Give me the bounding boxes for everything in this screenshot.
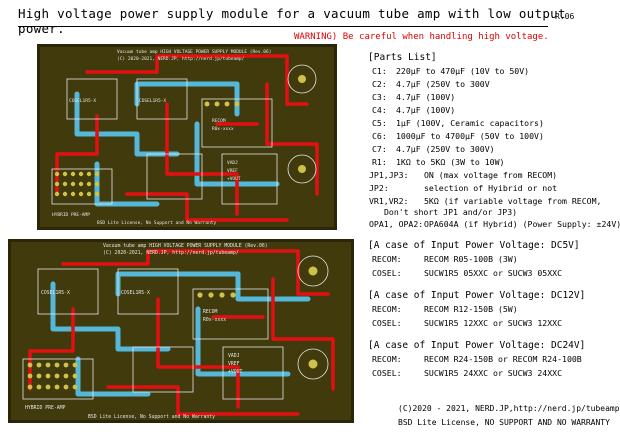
parts-list-heading: [Parts List] — [368, 52, 437, 63]
part-desc: 4.7μF (100V) — [396, 92, 456, 102]
pcb2-license: BSD Lite License, No Support and No Warr… — [88, 414, 215, 420]
case-value: RECOM R05-100B (3W) — [424, 254, 518, 264]
case-value: RECOM R12-150B (5W) — [424, 304, 518, 314]
pcb1-regulator-part: R0x-xxxx — [212, 126, 234, 132]
pcb2-cosel-left: COSEL1R5-X — [41, 290, 70, 296]
case-label: RECOM: — [372, 304, 402, 314]
part-desc: 4.7μF (250V to 300V — [396, 79, 490, 89]
pcb2-url-text: (C) 2020-2021, NERD.JP, http://nerd.jp/t… — [103, 250, 239, 256]
part-ref: C7: — [372, 144, 387, 154]
part-desc: 1KΩ to 5KΩ (3W to 10W) — [396, 157, 505, 167]
case-label: COSEL: — [372, 318, 402, 328]
part-desc: selection of Hyibrid or not — [424, 183, 558, 193]
part-ref: C4: — [372, 105, 387, 115]
part-ref: C6: — [372, 131, 387, 141]
pcb1-vref: VREF — [227, 168, 238, 174]
part-ref: JP2: — [369, 183, 389, 193]
page-title: High voltage power supply module for a v… — [18, 6, 566, 36]
part-desc: 1000μF to 4700μF (50V to 100V) — [396, 131, 544, 141]
part-ref: R1: — [372, 157, 387, 167]
case-heading: [A case of Input Power Voltage: DC12V] — [368, 290, 586, 301]
pcb1-cosel-mid: COSEL1R5-X — [139, 98, 166, 104]
pcb1-vadj: VADJ — [227, 160, 238, 166]
pcb1-license: BSD Lite License, No Support and No Warr… — [97, 220, 216, 226]
pcb2-header-text: Vacuum tube amp HIGH VOLTAGE POWER SUPPL… — [103, 243, 268, 249]
part-ref: JP1,JP3: — [369, 170, 409, 180]
case-value: SUCW1R5 24XXC or SUCW3 24XXC — [424, 368, 563, 378]
part-desc: Don't short JP1 and/or JP3) — [384, 207, 518, 217]
part-ref: OPA1, OPA2: — [369, 219, 424, 229]
part-ref: C5: — [372, 118, 387, 128]
title-divider — [18, 26, 548, 27]
copyright-text: (C)2020 - 2021, NERD.JP,http://nerd.jp/t… — [398, 404, 620, 413]
case-heading: [A case of Input Power Voltage: DC5V] — [368, 240, 580, 251]
pcb1-regulator-name: RECOM — [212, 118, 226, 124]
case-label: COSEL: — [372, 268, 402, 278]
case-heading: [A case of Input Power Voltage: DC24V] — [368, 340, 586, 351]
part-ref: C2: — [372, 79, 387, 89]
warning-text: WARNING) Be careful when handling high v… — [294, 32, 549, 42]
case-value: SUCW1R5 05XXC or SUCW3 05XXC — [424, 268, 563, 278]
pcb2-regulator-name: RECOM — [203, 309, 218, 315]
license-text: BSD Lite License, NO SUPPORT AND NO WARR… — [398, 418, 610, 427]
case-label: COSEL: — [372, 368, 402, 378]
pcb2-cosel-mid: COSEL1R5-X — [121, 290, 150, 296]
pcb-image-bottom: Vacuum tube amp HIGH VOLTAGE POWER SUPPL… — [8, 239, 354, 423]
part-desc: 5KΩ (if variable voltage from RECOM, — [424, 196, 602, 206]
pcb1-vout: +VOUT — [227, 176, 241, 182]
pcb1-cosel-left: COSEL1R5-X — [69, 98, 96, 104]
part-desc: 1μF (100V, Ceramic capacitors) — [396, 118, 544, 128]
case-value: SUCW1R5 12XXC or SUCW3 12XXC — [424, 318, 563, 328]
pcb2-hybrid: HYBRID PRE-AMP — [25, 405, 66, 411]
case-label: RECOM: — [372, 354, 402, 364]
part-desc: 4.7μF (250V to 300V) — [396, 144, 495, 154]
pcb1-hybrid: HYBRID PRE-AMP — [52, 212, 90, 218]
pcb2-vadj: VADJ — [228, 353, 240, 359]
part-ref: C1: — [372, 66, 387, 76]
part-desc: OPA604A (if Hybrid) (Power Supply: ±24V) — [424, 219, 620, 229]
pcb1-header-text: Vacuum tube amp HIGH VOLTAGE POWER SUPPL… — [117, 49, 271, 55]
pcb1-url-text: (C) 2020-2021, NERD.JP, http://nerd.jp/t… — [117, 56, 245, 62]
part-desc: ON (max voltage from RECOM) — [424, 170, 558, 180]
pcb-image-top: Vacuum tube amp HIGH VOLTAGE POWER SUPPL… — [37, 44, 337, 230]
part-desc: 220μF to 470μF (10V to 50V) — [396, 66, 530, 76]
case-label: RECOM: — [372, 254, 402, 264]
pcb2-vout: +VOUT — [228, 369, 243, 375]
part-ref: VR1,VR2: — [369, 196, 409, 206]
pcb2-regulator-part: R0x-xxxx — [203, 317, 226, 323]
revision-label: R.06 — [555, 12, 575, 21]
part-desc: 4.7μF (100V) — [396, 105, 456, 115]
pcb2-vref: VREF — [228, 361, 240, 367]
part-ref: C3: — [372, 92, 387, 102]
case-value: RECOM R24-150B or RECOM R24-100B — [424, 354, 582, 364]
